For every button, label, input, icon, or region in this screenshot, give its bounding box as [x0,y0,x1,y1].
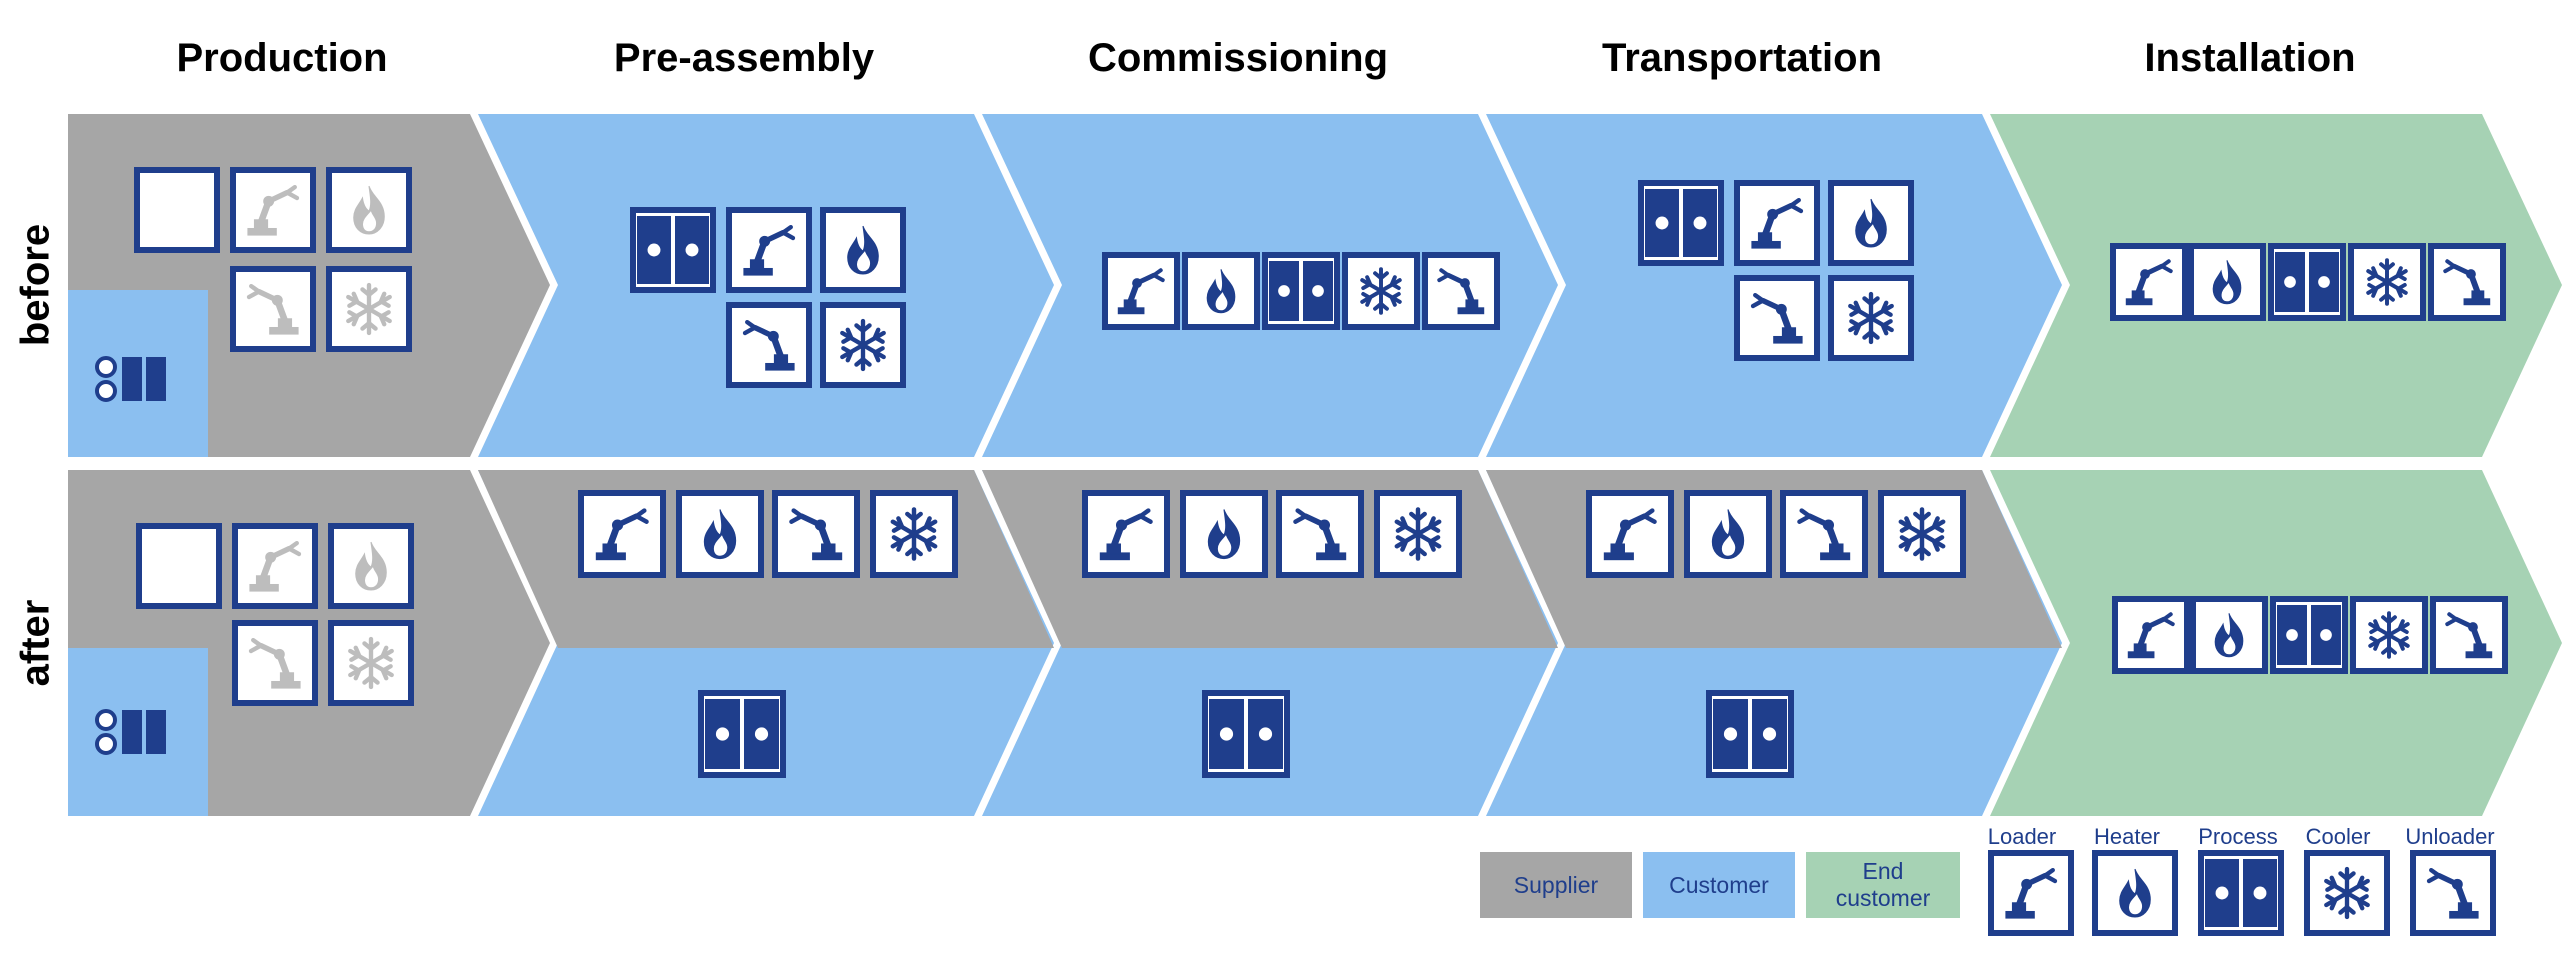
snowflake-icon [328,620,414,706]
snowflake-icon [1342,252,1420,330]
stage-header-pre-assembly: Pre-assembly [613,36,875,80]
unloader-robot-icon [1422,252,1500,330]
process-icon [2198,850,2284,936]
stage-header-installation: Installation [2144,36,2356,80]
loader-robot-icon [2110,243,2188,321]
legend-swatch-supplier: Supplier [1480,852,1632,918]
legend-label-loader: Loader [1987,824,2057,849]
snowflake-icon [2348,243,2426,321]
legend-label-cooler: Cooler [2305,824,2371,849]
unloader-robot-icon [726,302,812,388]
flame-icon [2188,243,2266,321]
legend-label-supplier: Supplier [1513,871,1599,898]
power-supply-icon [4,691,16,717]
loader-robot-icon [1082,490,1170,578]
module-icons [4,167,2508,936]
legend-label-heater: Heater [2093,824,2161,849]
legend-label-end-customer: End customer [1835,858,1931,911]
power-supply-icon [4,348,16,374]
legend-swatch-end-customer: End customer [1806,852,1960,918]
process-icon [1202,690,1290,778]
unloader-robot-icon [1734,275,1820,361]
process-icon [1706,690,1794,778]
process-icon [630,207,716,293]
row-label-after: after [13,599,58,687]
flame-icon [2092,850,2178,936]
stage-header-production: Production [176,36,388,80]
stage-header-transportation: Transportation [1601,36,1883,80]
loader-robot-icon [726,207,812,293]
legend-label-customer: Customer [1669,871,1769,898]
loader-robot-icon [1586,490,1674,578]
unloader-robot-icon [2428,243,2506,321]
snowflake-icon [2304,850,2390,936]
snowflake-icon [820,302,906,388]
loader-robot-icon [1988,850,2074,936]
flame-icon [1828,180,1914,266]
loader-robot-icon [2112,596,2190,674]
unloader-robot-icon [2430,596,2508,674]
flame-icon [2190,596,2268,674]
process-icon [2270,596,2348,674]
flame-icon [676,490,764,578]
process-icon [1262,252,1340,330]
power-supply-icon [4,373,16,399]
storage-icon [95,709,166,755]
loader-robot-icon [232,523,318,609]
snowflake-icon [1374,490,1462,578]
legend-label-process: Process [2198,824,2278,849]
flame-icon [326,167,412,253]
flame-icon [1684,490,1772,578]
snowflake-icon [1878,490,1966,578]
snowflake-icon [326,266,412,352]
flame-icon [328,523,414,609]
unloader-robot-icon [1276,490,1364,578]
legend-label-unloader: Unloader [2405,824,2495,849]
process-icon [1638,180,1724,266]
snowflake-icon [2350,596,2428,674]
unloader-robot-icon [2410,850,2496,936]
flame-icon [1180,490,1268,578]
unloader-robot-icon [232,620,318,706]
loader-robot-icon [578,490,666,578]
unloader-robot-icon [230,266,316,352]
unloader-robot-icon [1780,490,1868,578]
snowflake-icon [1828,275,1914,361]
stage-header-commissioning: Commissioning [1087,36,1389,80]
flame-icon [820,207,906,293]
row-label-before: before [13,223,58,347]
storage-icon [95,356,166,402]
snowflake-icon [870,490,958,578]
process-icon [698,690,786,778]
loader-robot-icon [1734,180,1820,266]
loader-robot-icon [230,167,316,253]
empty-module-box [134,167,220,253]
power-supply-icon [4,726,16,752]
unloader-robot-icon [772,490,860,578]
power-supply-icon [4,376,16,402]
process-icon [2268,243,2346,321]
flame-icon [1182,252,1260,330]
loader-robot-icon [1102,252,1180,330]
empty-module-box [136,523,222,609]
legend-swatch-customer: Customer [1643,852,1795,918]
